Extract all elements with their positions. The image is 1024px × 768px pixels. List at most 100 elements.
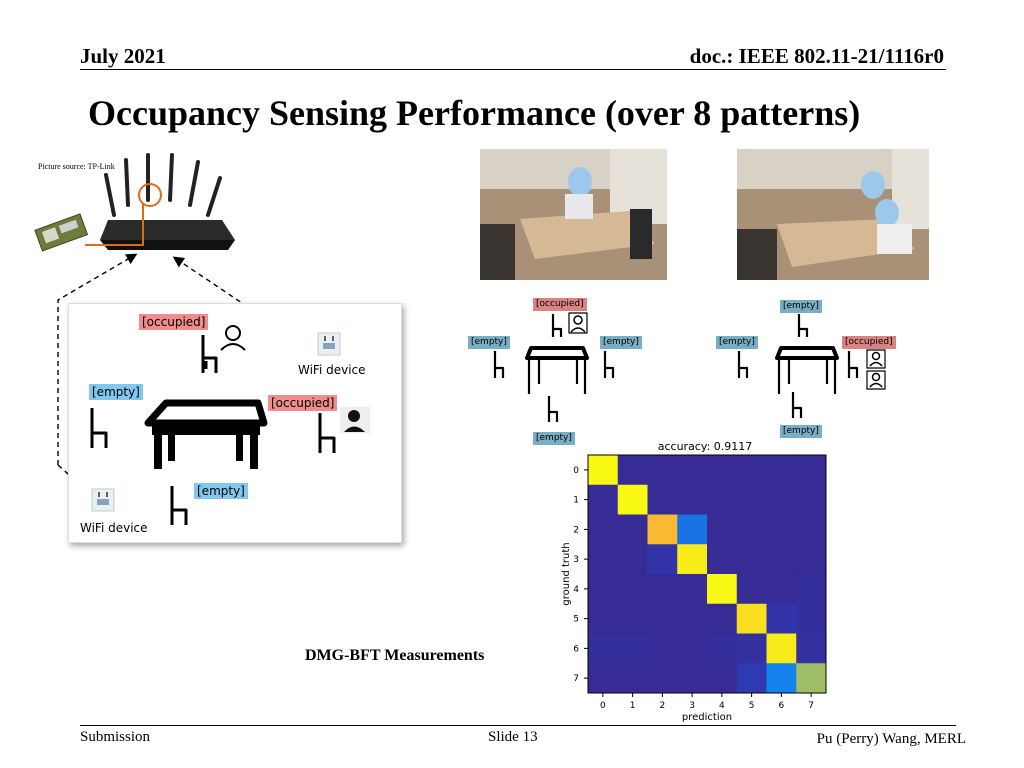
heatmap-cell <box>707 633 738 664</box>
heatmap-cell <box>736 484 767 515</box>
label-occupied-top: [occupied] <box>139 314 209 330</box>
heatmap-cell <box>647 574 678 605</box>
heatmap-cell <box>796 514 827 545</box>
layout1-empty-right: [empty] <box>600 336 642 349</box>
heatmap-cell <box>736 633 767 664</box>
heatmap-cell <box>766 544 797 575</box>
heatmap-cell <box>647 544 678 575</box>
heatmap-cell <box>707 603 738 634</box>
heatmap-cell <box>796 544 827 575</box>
table-icon <box>144 399 268 469</box>
heatmap-cell <box>796 663 827 694</box>
heatmap-cell <box>707 663 738 694</box>
heatmap-cell <box>617 544 648 575</box>
y-tick-label: 6 <box>573 644 579 654</box>
y-tick-label: 2 <box>573 525 579 535</box>
x-tick-label: 6 <box>779 701 785 711</box>
label-empty-bottom: [empty] <box>194 483 248 499</box>
heatmap-cell <box>707 544 738 575</box>
heatmap-cell <box>677 633 708 664</box>
heatmap-cell <box>617 663 648 694</box>
heatmap-cell <box>677 484 708 515</box>
heatmap-cell <box>647 603 678 634</box>
y-tick-label: 4 <box>573 585 579 595</box>
heatmap-cell <box>617 484 648 515</box>
heatmap-cell <box>766 574 797 605</box>
heatmap-cell <box>766 603 797 634</box>
header-doc-id: doc.: IEEE 802.11-21/1116r0 <box>689 44 944 68</box>
heatmap-cell <box>707 514 738 545</box>
picture-source: Picture source: TP-Link <box>38 162 115 171</box>
heatmap-cell <box>677 574 708 605</box>
y-tick-label: 7 <box>573 674 579 684</box>
heatmap-cell <box>647 514 678 545</box>
header-rule <box>80 69 946 70</box>
heatmap-cell <box>796 633 827 664</box>
footer-slide-number: Slide 13 <box>488 729 538 745</box>
layout1-occupied: [occupied] <box>533 298 587 311</box>
layout-diagram-2 <box>737 314 886 418</box>
layout1-empty-bottom: [empty] <box>533 432 575 445</box>
x-tick-label: 0 <box>600 701 606 711</box>
layout-diagram-1 <box>493 312 615 422</box>
heatmap-cell <box>588 484 619 515</box>
heatmap-cell <box>707 484 738 515</box>
figure-caption: DMG-BFT Measurements <box>305 647 485 664</box>
heatmap-cell <box>588 633 619 664</box>
heatmap-cell <box>588 663 619 694</box>
router-illustration <box>34 153 235 252</box>
wifi-device-label-bottom: WiFi device <box>80 521 148 535</box>
heatmap-cell <box>707 455 738 486</box>
y-tick-label: 3 <box>573 555 579 565</box>
heatmap-cell <box>766 484 797 515</box>
layout2-occupied-right: [occupied] <box>842 336 896 349</box>
heatmap-cell <box>677 603 708 634</box>
layout2-empty-bottom: [empty] <box>780 425 822 438</box>
heatmap-cell <box>617 603 648 634</box>
y-tick-label: 5 <box>573 615 579 625</box>
heatmap-cell <box>707 574 738 605</box>
footer-author: Pu (Perry) Wang, MERL <box>816 731 966 747</box>
heatmap-cell <box>677 455 708 486</box>
x-axis-label: prediction <box>682 712 732 723</box>
heatmap-cell <box>647 455 678 486</box>
heatmap-cell <box>647 663 678 694</box>
x-tick-label: 7 <box>808 701 814 711</box>
label-occupied-right: [occupied] <box>268 395 338 411</box>
heatmap-cell <box>766 663 797 694</box>
heatmap-cell <box>736 514 767 545</box>
heatmap-cell <box>736 663 767 694</box>
slide-title: Occupancy Sensing Performance (over 8 pa… <box>88 93 861 133</box>
y-tick-label: 1 <box>573 496 579 506</box>
heatmap-cell <box>796 484 827 515</box>
heatmap-cell <box>766 633 797 664</box>
x-tick-label: 1 <box>630 701 636 711</box>
chart-title: accuracy: 0.9117 <box>658 440 753 453</box>
heatmap-cell <box>736 603 767 634</box>
room-photo-1 <box>480 149 667 280</box>
scene-drawing <box>90 325 370 525</box>
heatmap-cell <box>677 663 708 694</box>
heatmap-cell <box>736 574 767 605</box>
heatmap-cell <box>766 455 797 486</box>
heatmap-cell <box>796 455 827 486</box>
x-tick-label: 5 <box>749 701 755 711</box>
heatmap-cell <box>766 514 797 545</box>
heatmap-cell <box>588 544 619 575</box>
layout1-empty-left: [empty] <box>468 336 510 349</box>
layout2-empty-left: [empty] <box>716 336 758 349</box>
heatmap-cell <box>588 603 619 634</box>
footer-submission: Submission <box>80 729 151 745</box>
heatmap-cell <box>736 544 767 575</box>
layout2-empty-top: [empty] <box>780 300 822 313</box>
heatmap-cell <box>647 633 678 664</box>
y-axis-label: ground truth <box>561 542 572 605</box>
heatmap-cell <box>588 455 619 486</box>
heatmap-cell <box>588 514 619 545</box>
label-empty-left: [empty] <box>89 384 143 400</box>
x-tick-label: 4 <box>719 701 725 711</box>
heatmap-cell <box>617 455 648 486</box>
chart-frame <box>587 454 827 694</box>
wifi-device-label-top: WiFi device <box>298 363 366 377</box>
